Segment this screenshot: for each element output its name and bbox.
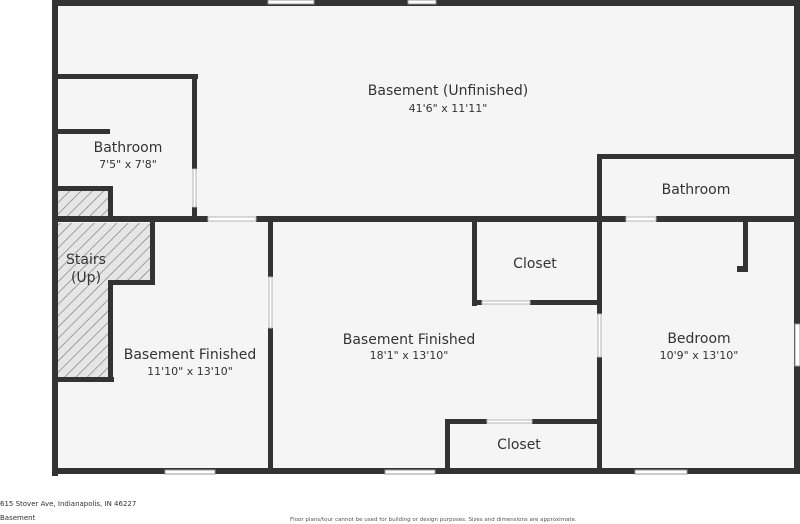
window: [634, 469, 688, 475]
room-label-stairs-direction: (Up): [71, 270, 101, 286]
room-label-closet-top: Closet: [513, 256, 557, 272]
room-label-basement-finished-left: Basement Finished: [124, 347, 257, 363]
doorways: [192, 168, 657, 424]
room-label-basement-unfinished: Basement (Unfinished): [368, 83, 528, 99]
window: [384, 469, 436, 475]
room-label-closet-bottom: Closet: [497, 437, 541, 453]
doorway: [207, 216, 257, 222]
doorway: [192, 168, 197, 208]
room-dims-basement-unfinished: 41'6" x 11'11": [409, 102, 488, 115]
room-dims-basement-finished-center: 18'1" x 13'10": [370, 349, 449, 362]
window: [267, 0, 315, 5]
room-label-bathroom-left: Bathroom: [94, 140, 163, 156]
room-label-bedroom: Bedroom: [667, 331, 730, 347]
window: [407, 0, 437, 5]
doorway: [625, 216, 657, 222]
windows: [164, 0, 800, 475]
stair-landing: [58, 191, 108, 217]
doorway: [481, 300, 531, 305]
room-label-stairs: Stairs: [66, 252, 106, 268]
footer-address: 615 Stover Ave, Indianapolis, IN 46227: [0, 500, 137, 508]
doorway: [486, 419, 533, 424]
floor-area: [55, 0, 800, 474]
room-dims-bedroom: 10'9" x 13'10": [660, 349, 739, 362]
room-dims-basement-finished-left: 11'10" x 13'10": [147, 365, 233, 378]
doorway: [268, 276, 273, 329]
window: [164, 469, 216, 475]
doorway: [597, 313, 602, 358]
footer-disclaimer: Floor plans/tour cannot be used for buil…: [290, 517, 577, 523]
room-dims-bathroom-left: 7'5" x 7'8": [99, 158, 157, 171]
footer-level: Basement: [0, 514, 36, 522]
room-label-bathroom-right: Bathroom: [662, 182, 731, 198]
stairs-area: [58, 223, 153, 380]
window: [794, 323, 800, 367]
room-label-basement-finished-center: Basement Finished: [343, 332, 476, 348]
